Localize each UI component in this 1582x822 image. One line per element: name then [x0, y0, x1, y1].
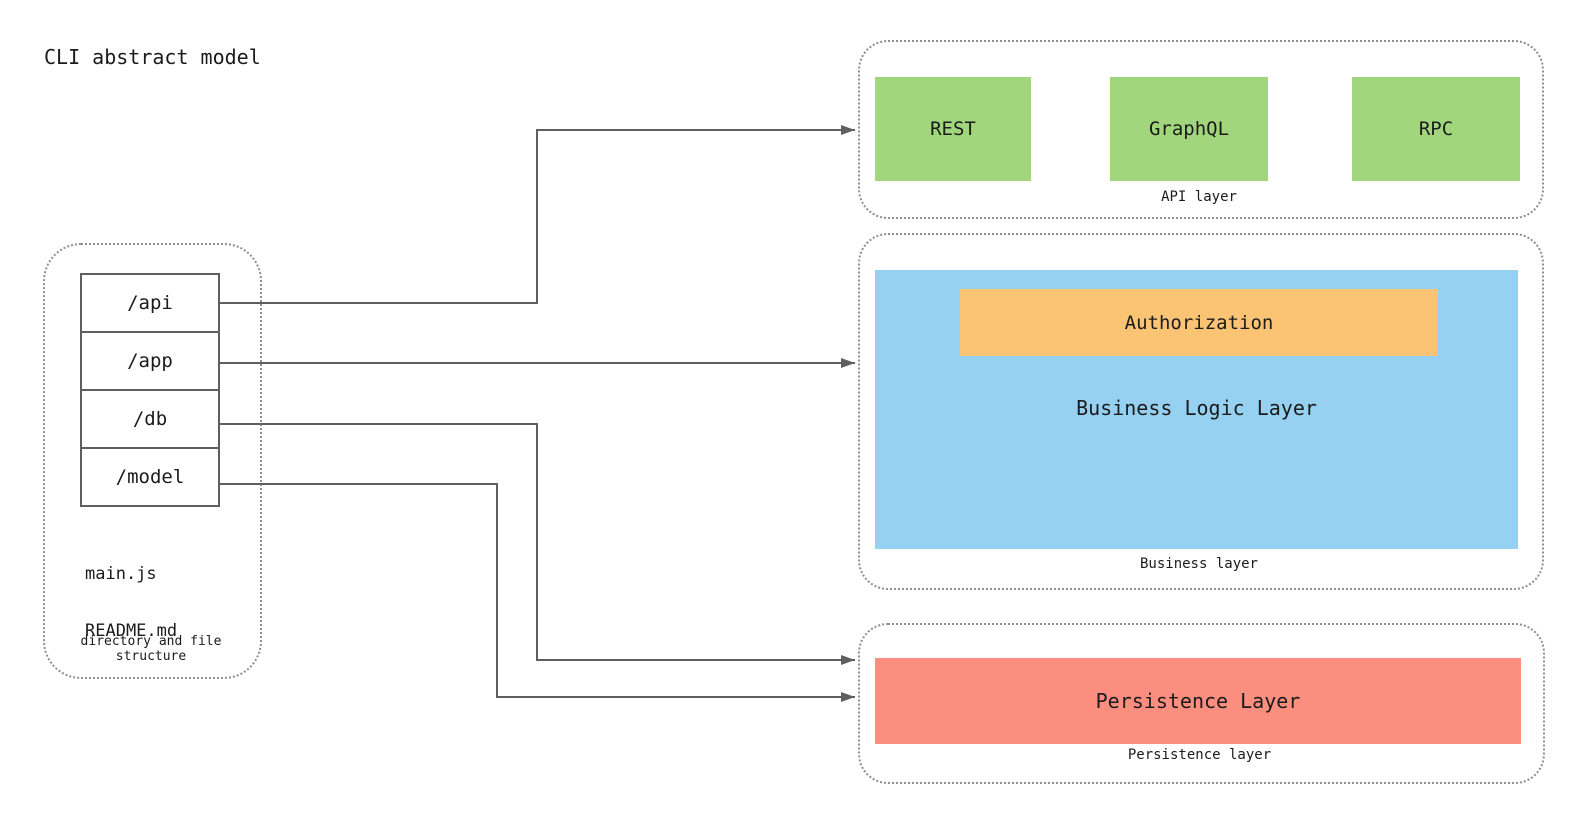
node-authorization: Authorization: [960, 289, 1438, 356]
api-layer-group: [858, 40, 1544, 219]
directory-group-caption: directory and file structure: [80, 634, 222, 664]
folder-node-db: /db: [82, 391, 218, 449]
node-persistence-layer: Persistence Layer: [875, 658, 1521, 744]
business-layer-caption: Business layer: [1139, 556, 1258, 572]
business-logic-layer-label: Business Logic Layer: [1076, 396, 1317, 420]
node-graphql: GraphQL: [1110, 77, 1268, 181]
api-layer-caption: API layer: [1161, 189, 1237, 205]
node-rest: REST: [875, 77, 1031, 181]
directory-table: /api /app /db /model: [80, 273, 220, 507]
business-layer-group: [858, 233, 1544, 590]
diagram-title: CLI abstract model: [44, 45, 261, 69]
folder-node-api: /api: [82, 275, 218, 333]
file-list: main.js README.md: [85, 527, 177, 679]
folder-node-app: /app: [82, 333, 218, 391]
persistence-layer-group: [858, 623, 1545, 784]
file-readme-md: README.md: [85, 621, 178, 641]
file-main-js: main.js: [85, 564, 157, 584]
persistence-layer-caption: Persistence layer: [1127, 747, 1272, 763]
node-rpc: RPC: [1352, 77, 1520, 181]
folder-node-model: /model: [115, 466, 185, 488]
edge-api-to-api-layer: [220, 125, 855, 304]
edge-db-to-persistence-layer: [220, 423, 855, 665]
edge-model-to-persistence-layer: [220, 483, 855, 702]
